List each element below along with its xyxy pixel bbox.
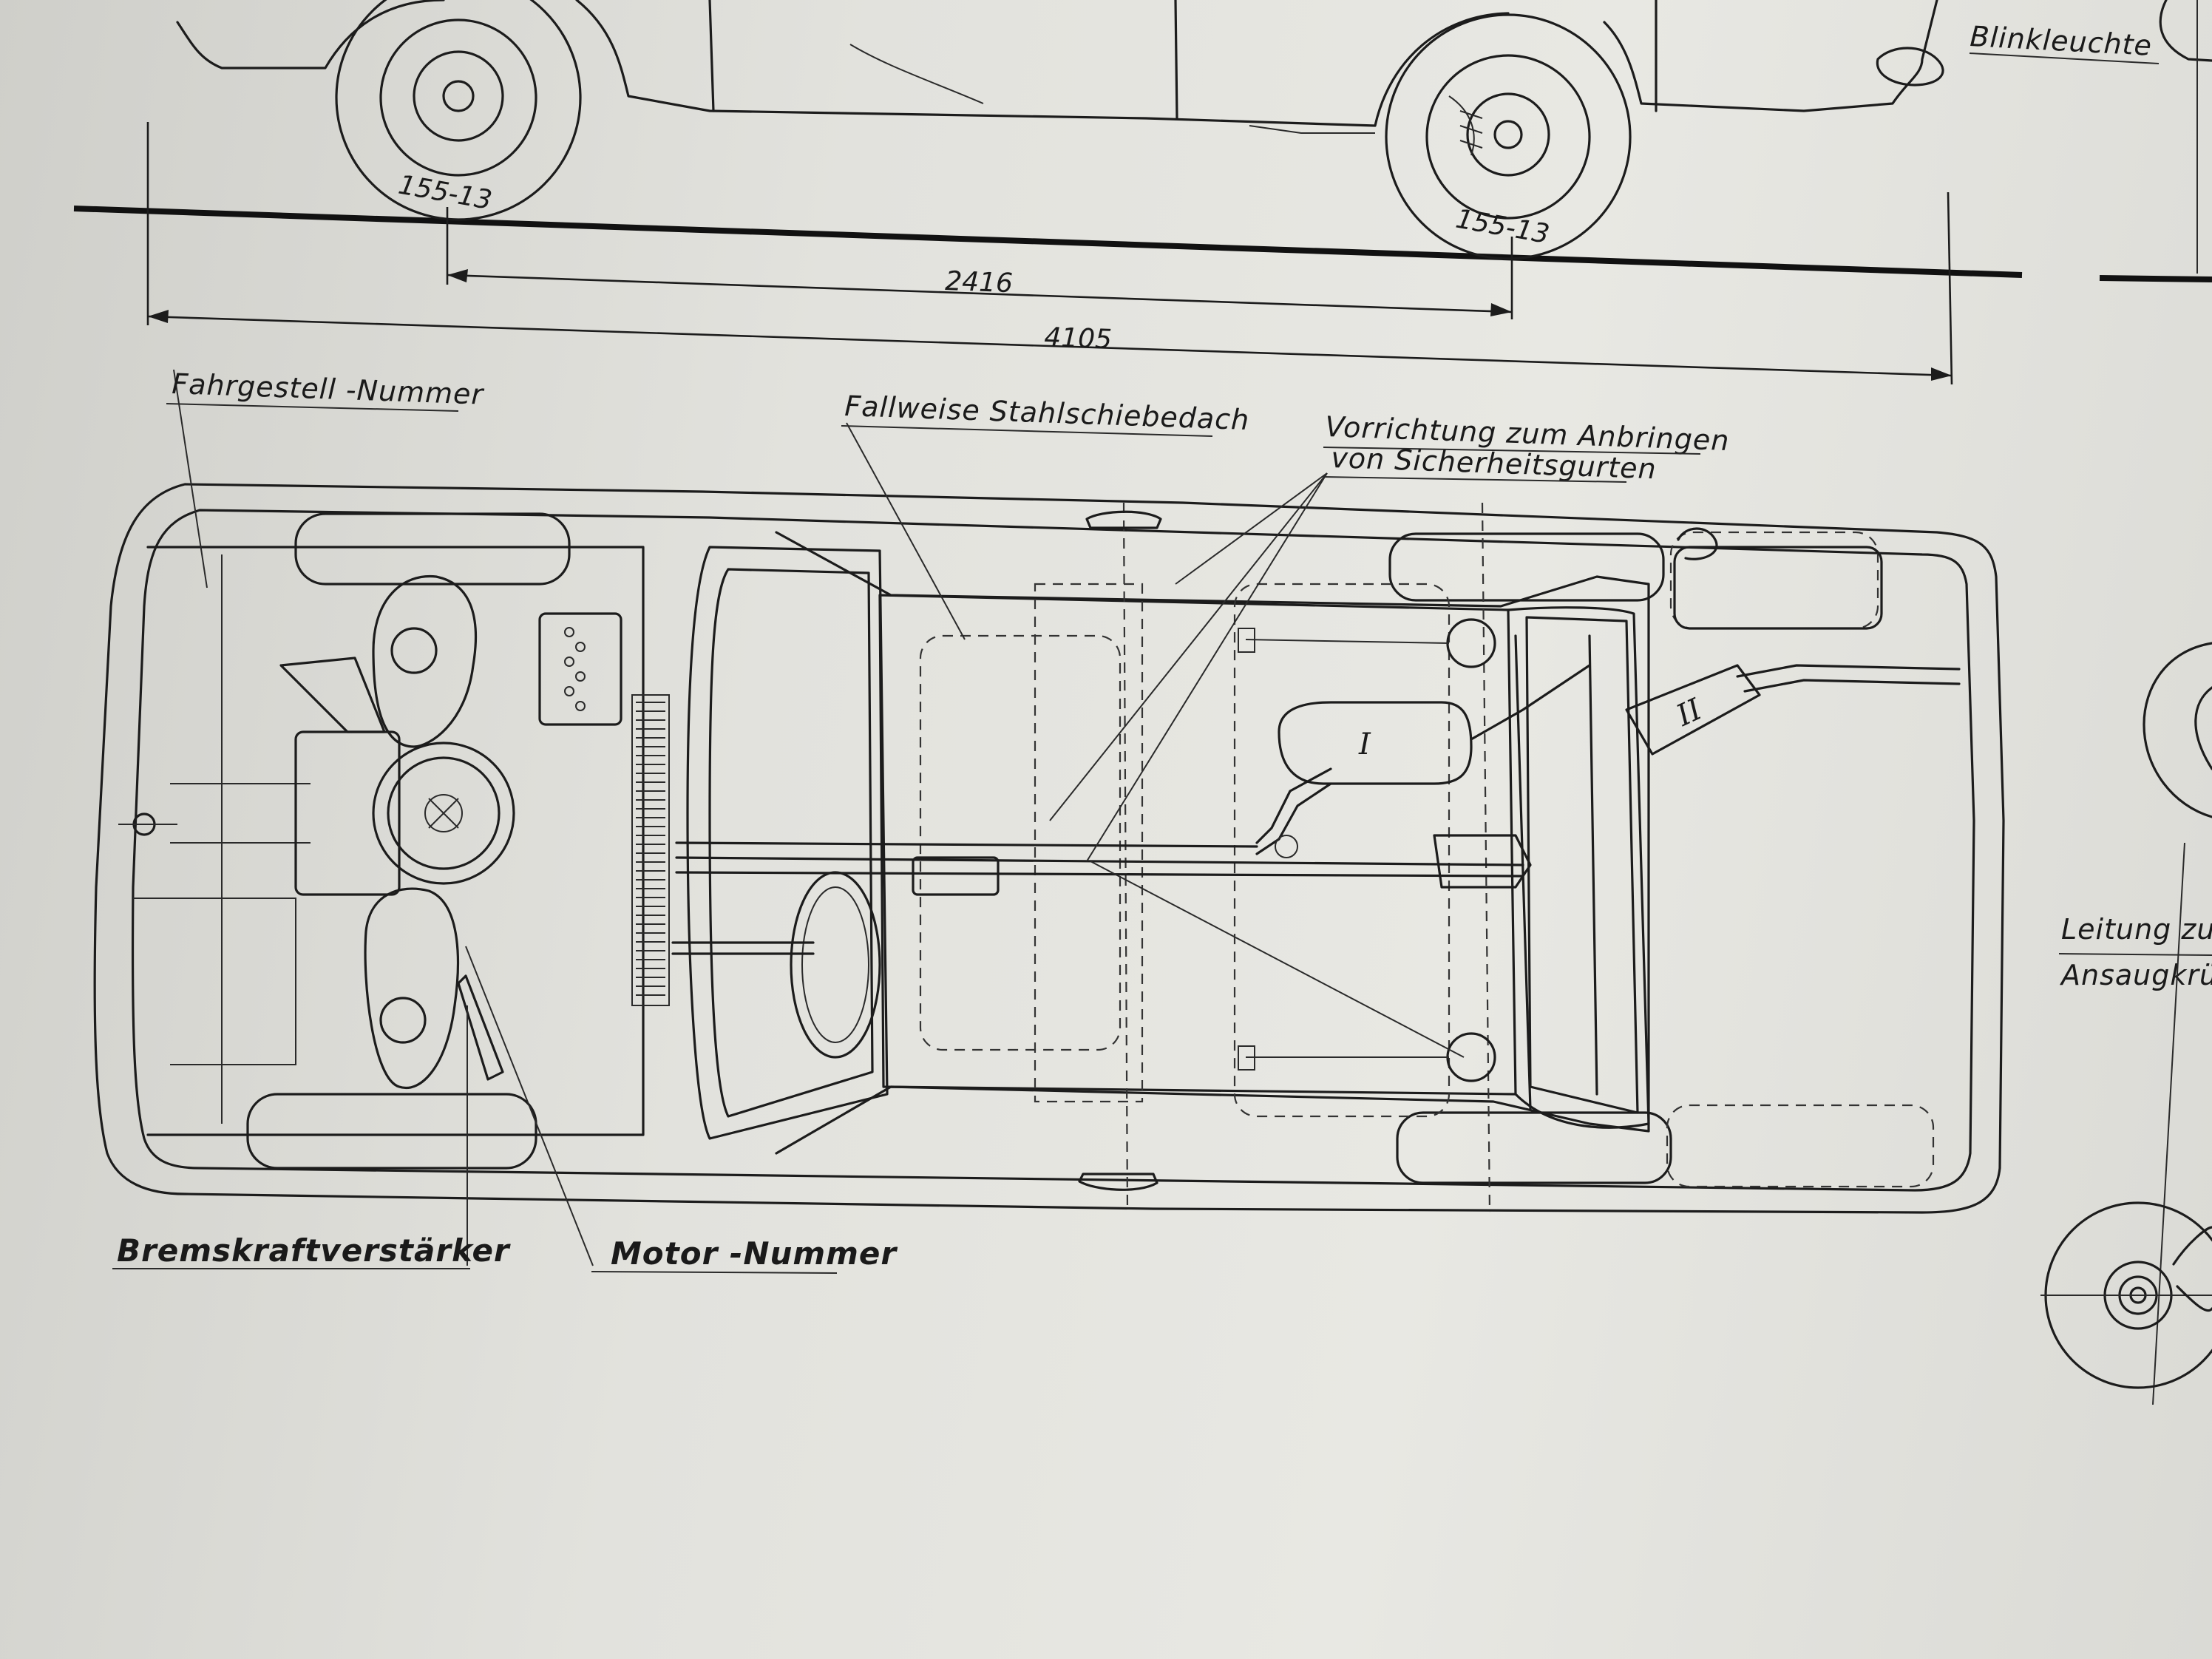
dim-length: 4105 [1044, 322, 1113, 355]
leader-gurte-4 [1090, 861, 1465, 1058]
label-blinkleuchte: Blinkleuchte [1970, 20, 2154, 62]
exhaust-pipe [1255, 767, 1332, 844]
leader-gurte-3 [1175, 472, 1328, 585]
sunroof-outline [919, 634, 1122, 1051]
ground-line-right [2099, 275, 2212, 282]
muffler-2 [1625, 664, 1761, 756]
right-edge-details [2040, 642, 2212, 1405]
gear-lever-box [912, 856, 1000, 896]
rear-body-line [1603, 0, 1938, 112]
dim-line-length [147, 315, 1953, 377]
rear-view-partial [2159, 0, 2212, 62]
leader-gurte-1 [1049, 472, 1328, 821]
body-inner-outline [131, 509, 1975, 1192]
fan-housing [372, 742, 515, 885]
leader-gurte-2 [1086, 472, 1328, 862]
cylinder-upper [372, 574, 478, 748]
tire-size-rear: 155-13 [1453, 204, 1552, 251]
rear-right-wheel-top [1396, 1111, 1672, 1184]
label-leitung: Leitung zu [2061, 913, 2212, 946]
top-view: I II [93, 369, 2005, 1266]
underline-blinkleuchte [1969, 52, 2160, 64]
door-line-1 [708, 0, 715, 112]
differential [1433, 834, 1532, 889]
front-left-wheel-top [294, 512, 571, 586]
battery-panel [538, 612, 622, 726]
door-handle-top [1085, 510, 1162, 529]
center-tunnel-top [675, 841, 1258, 848]
rear-wheel: 155-13 [1385, 13, 1632, 260]
cylinder-lower [364, 887, 460, 1090]
partial-wheel-upper [2143, 642, 2212, 818]
label-ansaug: Ansaugkrüm [2059, 959, 2212, 991]
rear-spring [1448, 95, 1483, 156]
grille-hatch [631, 694, 670, 1006]
ground-line [73, 206, 2023, 278]
leader-fahrgestell [173, 369, 208, 588]
sill-line [575, 0, 1510, 127]
steering-wheel [790, 871, 881, 1059]
rear-left-wheel-top [1388, 532, 1665, 602]
engine [279, 574, 622, 1090]
front-right-wheel-top [246, 1093, 537, 1170]
rear-axle-left [1514, 634, 1532, 1110]
front-bumper [176, 0, 445, 69]
muffler-1 [1278, 701, 1473, 785]
leader-motor [465, 946, 594, 1266]
dim-wheelbase: 2416 [945, 266, 1014, 299]
body-outline [93, 483, 2005, 1214]
fuel-filler [1677, 527, 1718, 560]
side-view: 155-13 155-13 Blinkleuchte [73, 0, 2212, 282]
label-bremskraftverstaerker: Bremskraftverstärker [117, 1232, 511, 1269]
cabin-frame [775, 531, 1650, 1155]
engine-bay [146, 546, 645, 1136]
front-wheel: 155-13 [335, 0, 582, 221]
label-motor-nummer: Motor -Nummer [611, 1235, 898, 1272]
door-line-2 [1174, 0, 1178, 120]
dimension-lines: 2416 4105 [146, 122, 1953, 385]
seat-line [849, 44, 984, 104]
door-handle-bottom [1078, 1173, 1158, 1191]
muffler-1-mark: I [1358, 727, 1371, 761]
leader-schiebedach [846, 422, 966, 640]
air-intake [279, 657, 386, 733]
exhaust-pipe-side [1249, 125, 1375, 134]
rear-window [1507, 606, 1650, 1129]
rear-axle-right [1588, 634, 1598, 1096]
dim-line-wheelbase [447, 274, 1513, 313]
rear-light-side [1876, 47, 1944, 86]
brake-booster-unit [457, 974, 504, 1081]
label-schiebedach: Fallweise Stahlschiebedach [844, 390, 1250, 436]
